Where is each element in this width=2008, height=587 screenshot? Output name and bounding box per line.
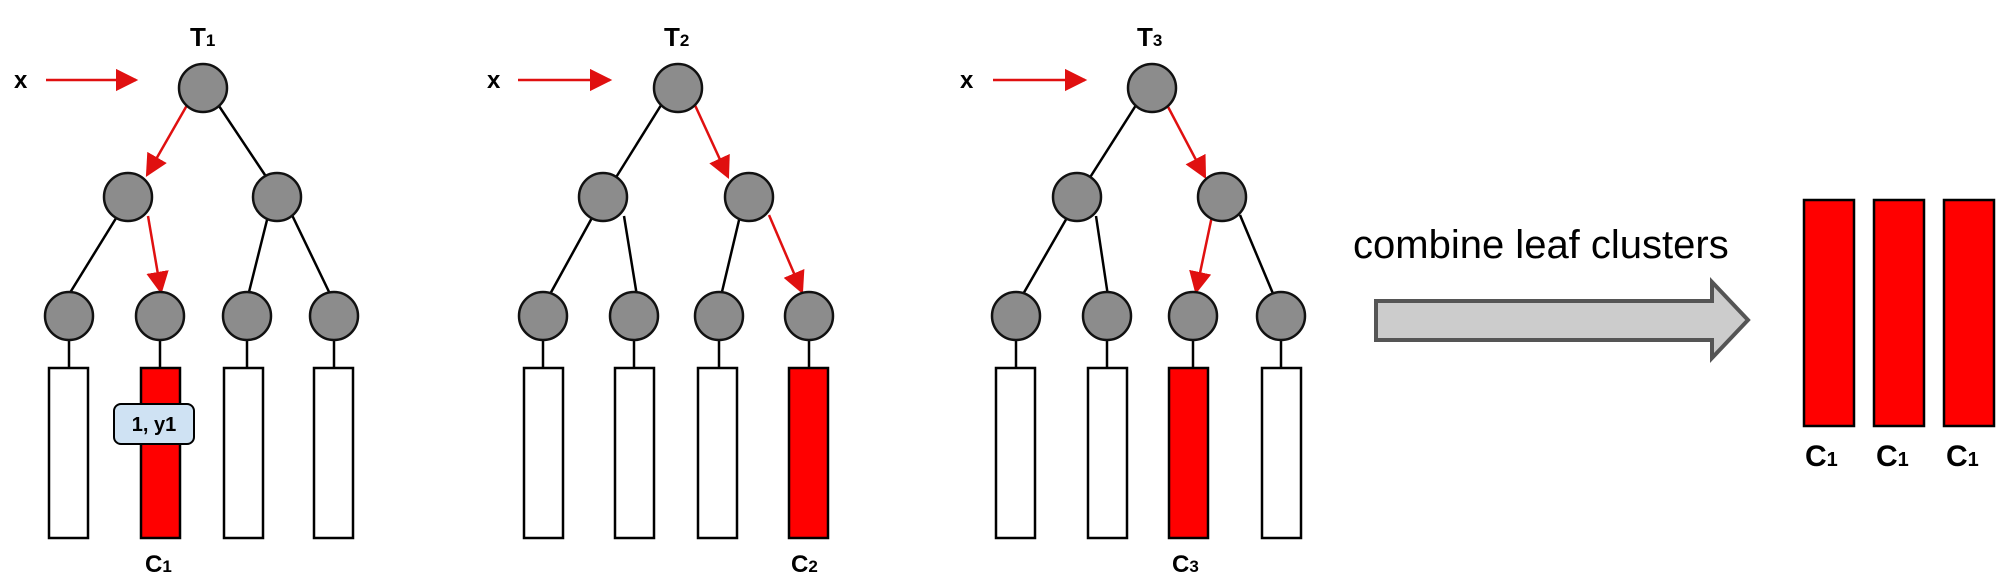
tree-3-right-node [1196,171,1248,223]
tree-1-edge-left-leaf1 [66,214,120,297]
tree-3-leaf-node-3 [1167,290,1219,342]
tree-3-leaf-node-2 [1081,290,1133,342]
tree-1-input-label: x [14,67,28,94]
tree-2-leaf-box-2 [613,366,656,540]
tree-1-left-node [102,171,154,223]
tree-3-edge-left-leaf1 [1020,215,1070,297]
tree-1-root-node [177,62,229,114]
combine-step: combine leaf clusters [1353,223,1751,364]
result-label-2: C1 [1876,440,1909,473]
tree-1: T1 x 1, y1 C1 [14,22,360,578]
tree-2-input-label: x [487,67,501,94]
tree-2-edge-right-leaf3 [719,215,742,297]
tree-1-edge-root-right [213,99,269,179]
tree-1-leaf-badge-text: 1, y1 [132,414,176,436]
tree-2-edge-root-right [692,102,730,180]
tree-1-leaf-badge [113,403,195,445]
tree-2-leaf-box-4 [787,366,830,540]
combine-caption: combine leaf clusters [1353,223,1729,267]
tree-2-leaf-node-4 [783,290,835,342]
tree-1-leaf-node-1 [43,290,95,342]
tree-3-leaf-box-2 [1086,366,1129,540]
tree-2: T2 x C2 [487,22,835,578]
tree-3: T3 x C3 [960,22,1307,578]
tree-1-edge-right-leaf4 [290,214,333,297]
tree-1-leaf-label: C1 [145,551,172,578]
tree-1-right-node [251,171,303,223]
tree-1-leaf-node-4 [308,290,360,342]
tree-3-leaf-box-3 [1167,366,1210,540]
result-label-3: C1 [1946,440,1979,473]
tree-3-title: T3 [1137,22,1162,52]
tree-1-leaf-box-1 [47,366,90,540]
tree-1-edge-root-left [145,99,192,177]
tree-3-edge-root-right [1164,102,1207,179]
result-cluster-1 [1802,198,1856,428]
tree-1-leaf-box-2 [139,366,182,540]
tree-3-leaf-box-4 [1260,366,1303,540]
tree-2-left-node [577,171,629,223]
result-cluster-3 [1942,198,1996,428]
tree-3-root-node [1126,62,1178,114]
tree-3-edge-left-leaf2 [1094,215,1110,297]
result-cluster-2 [1872,198,1926,428]
tree-2-edge-left-leaf1 [547,215,595,297]
tree-2-leaf-label: C2 [791,551,818,578]
tree-3-leaf-node-1 [990,290,1042,342]
tree-3-input-label: x [960,67,974,94]
tree-2-edge-root-left [613,101,665,180]
tree-2-leaf-box-3 [696,366,739,540]
tree-3-left-node [1051,171,1103,223]
tree-3-leaf-label: C3 [1172,551,1199,578]
tree-1-leaf-box-3 [222,366,265,540]
tree-3-leaf-node-4 [1255,290,1307,342]
tree-3-edge-right-leaf3 [1189,215,1214,295]
tree-2-edge-right-leaf4 [767,214,805,295]
tree-1-edge-right-leaf3 [246,215,270,297]
tree-2-leaf-node-1 [517,290,569,342]
result-label-1: C1 [1805,440,1838,473]
tree-2-title: T2 [664,22,689,52]
tree-1-leaf-box-4 [312,366,355,540]
combine-arrow-icon [1374,276,1751,364]
tree-1-title: T1 [190,22,215,52]
tree-2-edge-left-leaf2 [622,215,639,297]
combined-result: C1 C1 C1 [1802,198,1996,473]
tree-1-leaf-node-2 [134,290,186,342]
tree-1-edge-left-leaf2 [146,215,169,295]
tree-3-edge-right-leaf4 [1238,214,1276,297]
tree-1-leaf-node-3 [221,290,273,342]
tree-2-leaf-box-1 [522,366,565,540]
tree-2-right-node [723,171,775,223]
tree-2-leaf-node-2 [608,290,660,342]
tree-3-edge-root-left [1087,101,1140,180]
tree-3-leaf-box-1 [994,366,1037,540]
tree-2-leaf-node-3 [693,290,745,342]
tree-2-root-node [652,62,704,114]
